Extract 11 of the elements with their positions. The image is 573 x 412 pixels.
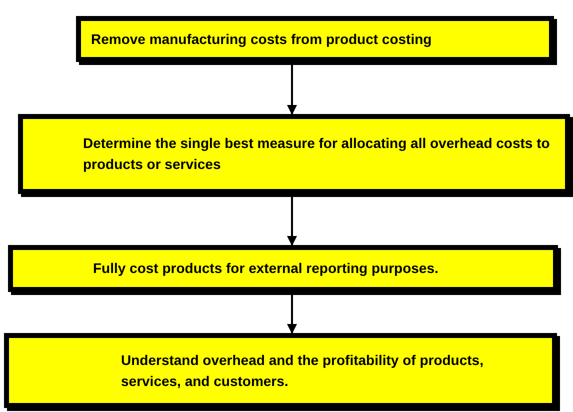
process-box — [8, 245, 558, 292]
process-box — [18, 114, 570, 194]
arrow — [287, 197, 297, 246]
process-box — [4, 333, 557, 408]
step-text: Determine the single best measure for allocating all overhead costs to products or services — [83, 134, 551, 174]
step-text: Understand overhead and the profitability of products, services, and customers. — [121, 350, 484, 390]
arrow — [287, 65, 297, 115]
process-box — [76, 16, 554, 62]
step-text: Remove manufacturing costs from product costing — [91, 30, 432, 49]
step-text: Fully cost products for external reporting purposes. — [93, 259, 438, 278]
arrow — [287, 295, 297, 334]
